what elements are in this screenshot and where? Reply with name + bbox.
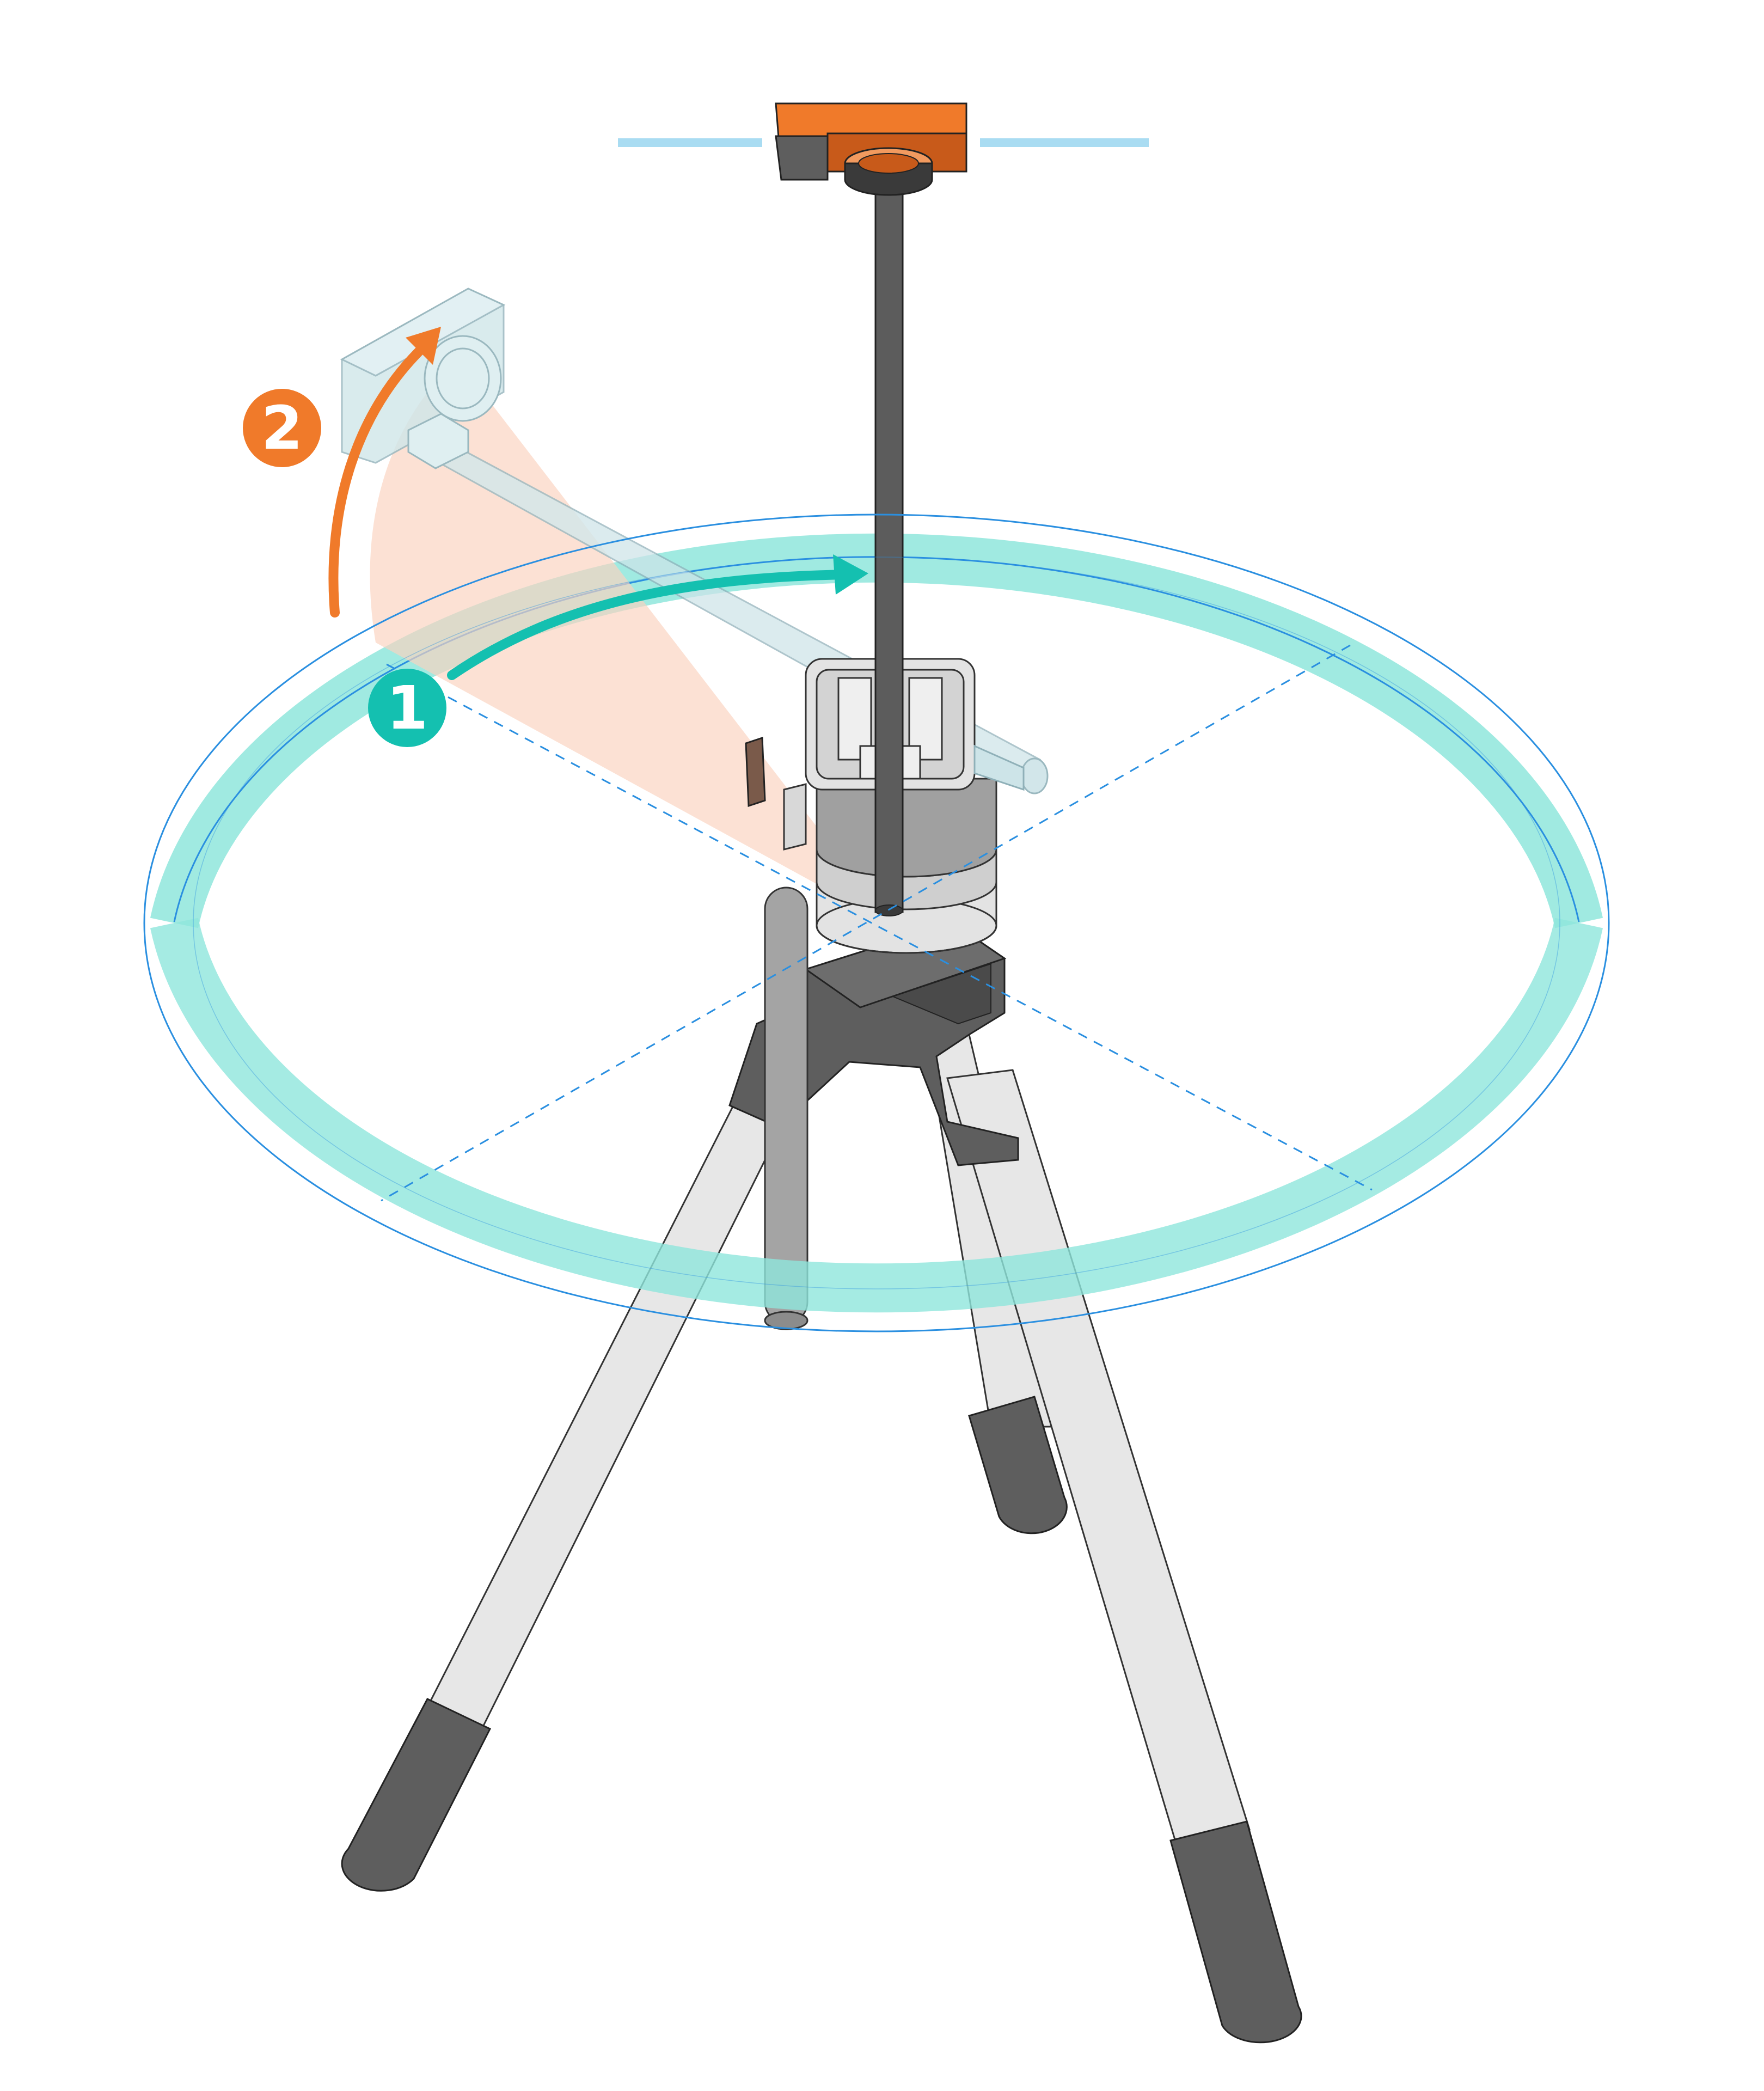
head-arm	[973, 744, 1025, 791]
step-2-badge	[243, 389, 321, 467]
tilt-step: 2	[243, 327, 441, 617]
rotation-arrow-icon	[447, 570, 854, 680]
vertical-pole	[874, 187, 904, 916]
tripod-leg-left	[426, 1080, 802, 1730]
step-1-badge	[368, 669, 446, 747]
step-1-label: 1	[387, 673, 428, 743]
tripod-foot-right	[1169, 1820, 1302, 2044]
top-camera	[775, 102, 967, 196]
tilt-arrow-icon	[328, 341, 430, 617]
ring-axes	[381, 644, 1373, 1202]
rotation-step: 1	[368, 554, 868, 747]
rotation-ring-front	[143, 513, 1610, 1332]
tripod-legs	[341, 1034, 1302, 2044]
tripod-foot-left	[341, 1698, 492, 1892]
tilt-knob	[745, 736, 766, 808]
step-2-label: 2	[261, 393, 303, 463]
pan-handle	[764, 886, 808, 1330]
tripod-foot-back	[968, 1396, 1068, 1534]
pan-head	[745, 736, 997, 954]
